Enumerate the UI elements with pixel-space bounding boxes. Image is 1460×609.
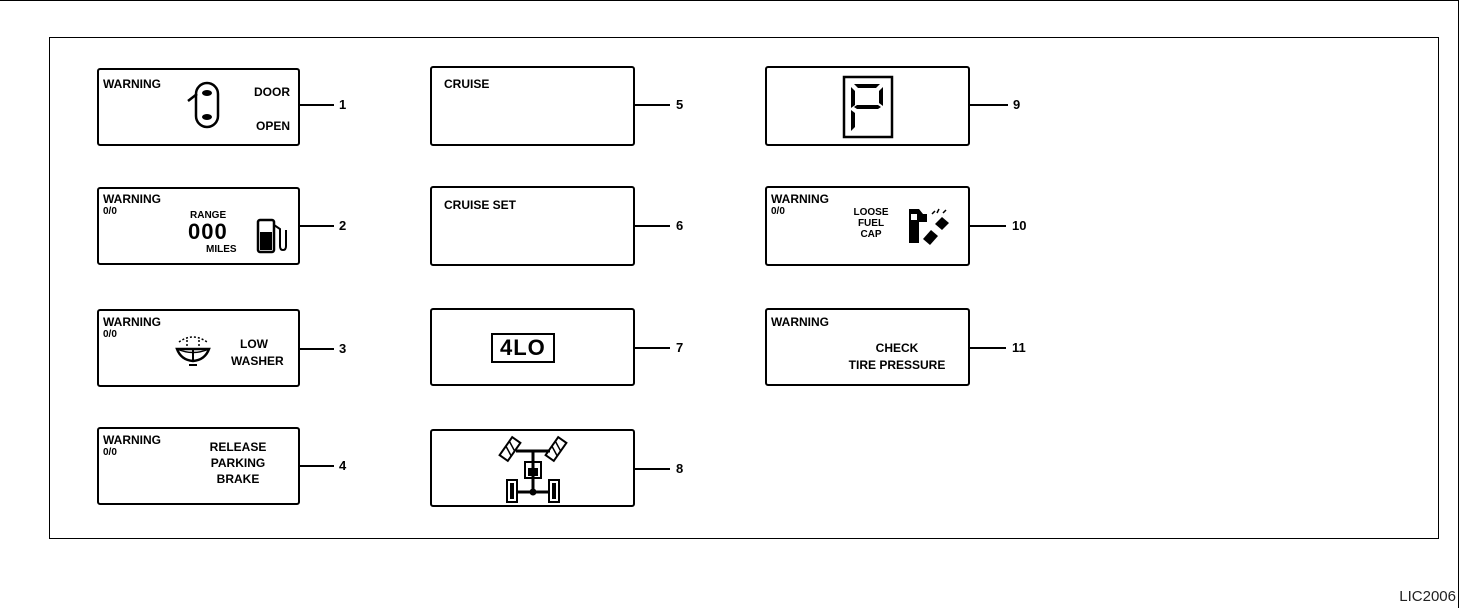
display-panel-cruise-set: CRUISE SET xyxy=(430,186,635,266)
fuel-label: FUEL xyxy=(857,218,885,229)
callout-line xyxy=(970,104,1008,106)
warning-label: WARNING xyxy=(103,433,161,447)
warning-label: WARNING xyxy=(103,77,161,91)
display-panel-loose-fuel-cap: WARNING 0/0 LOOSE FUEL CAP xyxy=(765,186,970,266)
display-panel-parking-brake: WARNING 0/0 RELEASE PARKING BRAKE xyxy=(97,427,300,505)
four-lo-indicator: 4LO xyxy=(491,333,555,363)
fuel-cap-icon xyxy=(909,208,949,245)
warning-label: WARNING xyxy=(771,192,829,206)
open-label: OPEN xyxy=(255,119,290,133)
callout-line xyxy=(635,468,670,470)
door-label: DOOR xyxy=(254,85,290,99)
warning-label: WARNING xyxy=(103,315,161,329)
low-label: LOW xyxy=(240,337,268,351)
callout-number: 9 xyxy=(1013,97,1021,112)
release-label: RELEASE xyxy=(209,440,267,454)
warning-label: WARNING xyxy=(103,192,161,206)
display-panel-tire-pressure: WARNING CHECK TIRE PRESSURE xyxy=(765,308,970,386)
figure-code: LIC2006 xyxy=(1399,588,1456,605)
callout-number: 11 xyxy=(1012,340,1026,355)
display-panel-park xyxy=(765,66,970,146)
callout-number: 7 xyxy=(676,340,684,355)
callout-line xyxy=(635,347,670,349)
display-panel-cruise: CRUISE xyxy=(430,66,635,146)
callout-number: 6 xyxy=(676,218,684,233)
callout-line xyxy=(970,225,1006,227)
washer-label: WASHER xyxy=(231,354,284,368)
warning-label: WARNING xyxy=(771,315,829,329)
message-block: LOOSE FUEL CAP xyxy=(845,207,897,240)
diagram-frame xyxy=(49,37,1439,539)
callout-number: 2 xyxy=(339,218,347,233)
display-panel-4wd xyxy=(430,429,635,507)
brake-label: BRAKE xyxy=(216,472,260,486)
park-gear-segment-icon xyxy=(842,75,894,139)
display-panel-door-open: WARNING DOOR OPEN xyxy=(97,68,300,146)
callout-line xyxy=(300,104,334,106)
callout-number: 1 xyxy=(339,97,347,112)
display-panel-4lo: 4LO xyxy=(430,308,635,386)
callout-number: 3 xyxy=(339,341,347,356)
callout-line xyxy=(635,104,670,106)
cruise-label: CRUISE xyxy=(444,77,490,91)
callout-line xyxy=(300,465,334,467)
parking-label: PARKING xyxy=(210,456,266,470)
tire-pressure-label: TIRE PRESSURE xyxy=(848,358,946,372)
callout-number: 10 xyxy=(1012,218,1027,233)
display-panel-low-washer: WARNING 0/0 LOW WASHER xyxy=(97,309,300,387)
message-block: CHECK TIRE PRESSURE xyxy=(827,340,967,374)
door-open-icon xyxy=(187,81,220,129)
check-label: CHECK xyxy=(875,341,919,355)
miles-label: MILES xyxy=(206,244,237,255)
range-label: RANGE xyxy=(190,210,227,221)
code-label: 0/0 xyxy=(103,447,117,458)
callout-line xyxy=(635,225,670,227)
callout-number: 8 xyxy=(676,461,684,476)
washer-fluid-icon xyxy=(175,336,211,366)
callout-line xyxy=(300,225,334,227)
display-panel-range: WARNING 0/0 RANGE 000 MILES xyxy=(97,187,300,265)
callout-line xyxy=(970,347,1006,349)
message-block: RELEASE PARKING BRAKE xyxy=(203,439,273,487)
range-value: 000 xyxy=(188,219,228,244)
code-label: 0/0 xyxy=(103,329,117,340)
code-label: 0/0 xyxy=(103,206,117,217)
code-label: 0/0 xyxy=(771,206,785,217)
callout-line xyxy=(300,348,334,350)
fuel-pump-icon xyxy=(256,218,287,254)
callout-number: 5 xyxy=(676,97,684,112)
cruise-set-label: CRUISE SET xyxy=(444,198,517,212)
four-wheel-drive-icon xyxy=(498,435,568,503)
callout-number: 4 xyxy=(339,458,347,473)
cap-label: CAP xyxy=(860,229,882,240)
loose-label: LOOSE xyxy=(853,207,889,218)
